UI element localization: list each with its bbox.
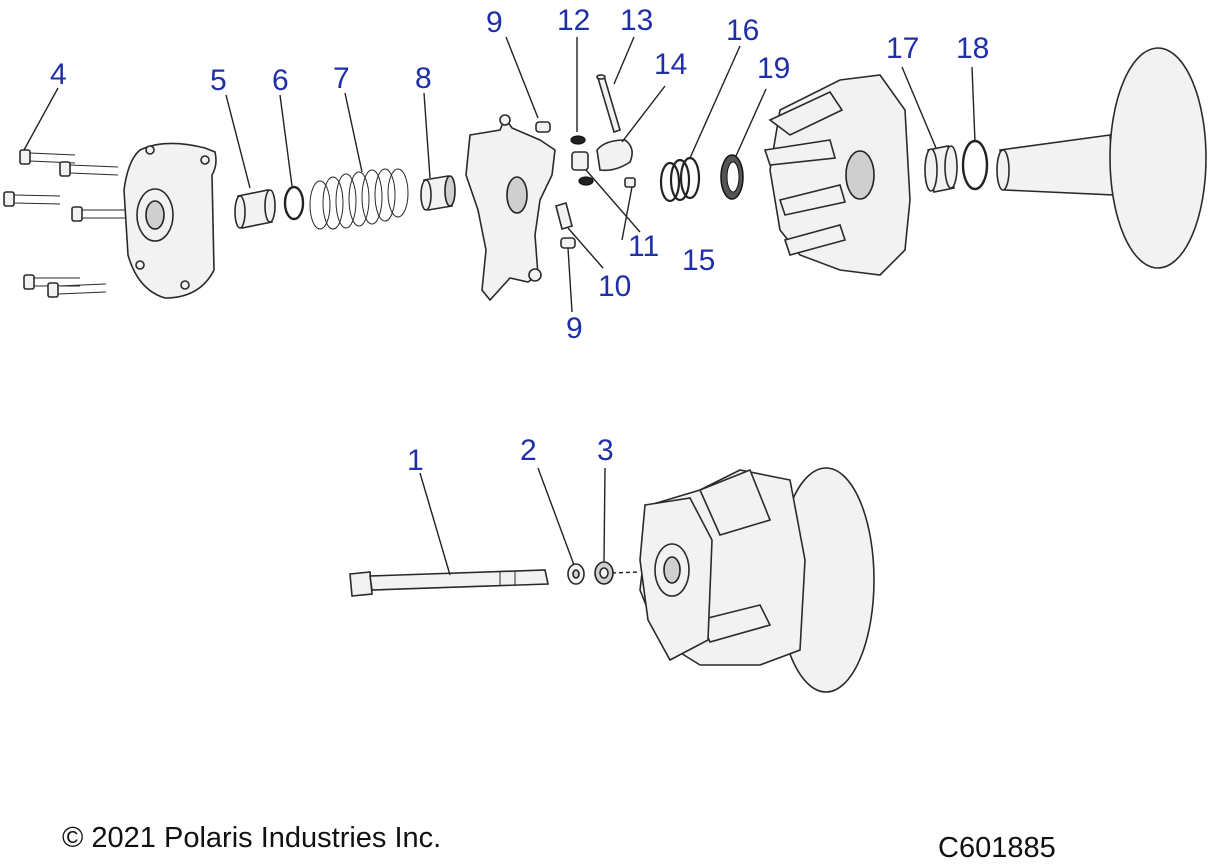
part-17-bushing bbox=[924, 145, 958, 193]
leader-lines bbox=[23, 36, 976, 576]
part-6-ring bbox=[283, 185, 305, 221]
part-9-roller-lower bbox=[560, 237, 576, 249]
part-9-roller-upper bbox=[535, 121, 551, 133]
part-3-nut bbox=[594, 561, 614, 585]
callout-14: 14 bbox=[654, 48, 687, 81]
part-12-oring-upper bbox=[570, 135, 586, 145]
part-5-bushing bbox=[234, 189, 276, 229]
callout-16: 16 bbox=[726, 14, 759, 47]
spider bbox=[465, 114, 556, 302]
cover-plate bbox=[123, 142, 217, 299]
part-10-pin bbox=[555, 201, 573, 231]
callout-17: 17 bbox=[886, 32, 919, 65]
callouts: 1 2 3 4 5 6 7 8 9 9 10 11 12 13 14 15 16… bbox=[50, 4, 989, 477]
callout-6: 6 bbox=[272, 64, 289, 97]
part-4-bolts bbox=[3, 149, 130, 298]
part-12-oring-lower bbox=[578, 176, 594, 186]
callout-9-upper: 9 bbox=[486, 6, 503, 39]
part-13-pin bbox=[596, 74, 621, 134]
part-16-rings bbox=[659, 156, 701, 203]
fixed-sheave-shaft bbox=[996, 47, 1207, 269]
part-19-seal bbox=[720, 154, 744, 200]
callout-4: 4 bbox=[50, 58, 67, 91]
copyright-text: © 2021 Polaris Industries Inc. bbox=[62, 822, 442, 854]
callout-12: 12 bbox=[557, 4, 590, 37]
part-14-weight bbox=[596, 139, 633, 172]
callout-18: 18 bbox=[956, 32, 989, 65]
moveable-sheave bbox=[763, 74, 911, 276]
callout-11: 11 bbox=[628, 230, 659, 263]
callout-13: 13 bbox=[620, 4, 653, 37]
part-7-spring bbox=[309, 168, 409, 230]
callout-1: 1 bbox=[407, 444, 424, 477]
part-2-washer bbox=[567, 563, 585, 585]
callout-3: 3 bbox=[597, 434, 614, 467]
callout-7: 7 bbox=[333, 62, 350, 95]
part-15-small-roller bbox=[624, 177, 636, 188]
part-11-bushing bbox=[571, 151, 589, 171]
part-1-bolt bbox=[349, 569, 549, 597]
callout-10: 10 bbox=[598, 270, 631, 303]
callout-2: 2 bbox=[520, 434, 537, 467]
callout-15: 15 bbox=[682, 244, 715, 277]
callout-8: 8 bbox=[415, 62, 432, 95]
part-8-cup bbox=[420, 175, 456, 211]
assembled-clutch bbox=[639, 467, 875, 693]
callout-19: 19 bbox=[757, 52, 790, 85]
callout-9-lower: 9 bbox=[566, 312, 583, 345]
callout-5: 5 bbox=[210, 64, 227, 97]
diagram-code: C601885 bbox=[938, 832, 1056, 864]
part-18-ring bbox=[961, 139, 989, 191]
